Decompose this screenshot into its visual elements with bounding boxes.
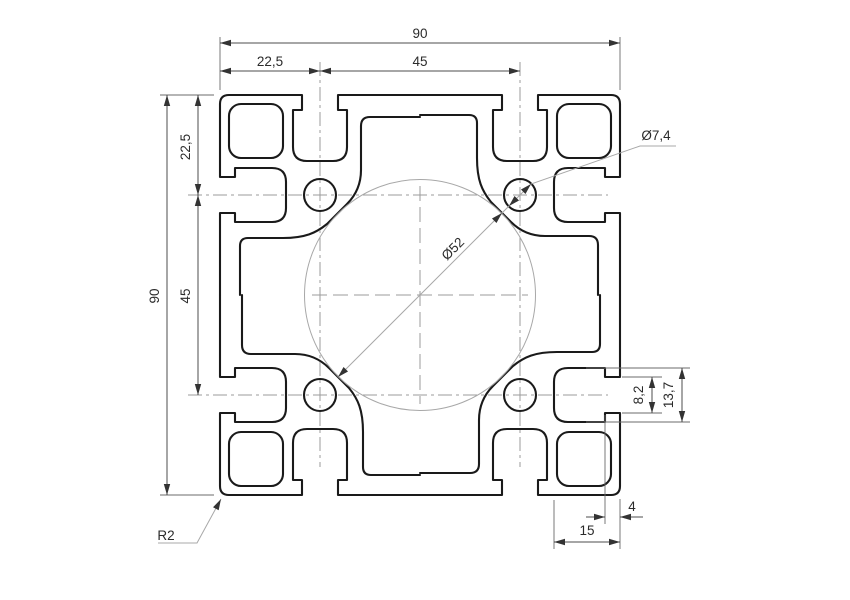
dim-slot-depth-label: 15 [579, 523, 594, 538]
outer-boundary-quarter [418, 93, 622, 297]
core-reference-circle [304, 179, 536, 411]
dim-hole-diameter-label: Ø7,4 [641, 128, 671, 143]
dim-corner-radius-label: R2 [157, 528, 174, 543]
dim-slot-pocket-label: 13,7 [661, 382, 676, 408]
dim-slot-opening-label: 8,2 [631, 386, 646, 405]
dimension-arrows [163, 39, 686, 546]
extension-lines [160, 37, 690, 549]
profile-outline [218, 93, 622, 497]
dim-overall-height-label: 90 [147, 288, 162, 303]
diameter-leader-line [337, 145, 676, 378]
dim-slot-spacing-left-label: 45 [178, 288, 193, 303]
dim-slot-spacing-top-label: 45 [412, 54, 427, 69]
screw-bore-hole [502, 177, 538, 213]
dim-core-diameter-label: Ø52 [438, 234, 467, 263]
reference-geometry [158, 145, 676, 544]
dim-overall-width-label: 90 [412, 26, 427, 41]
corner-radius-leader-line [158, 498, 222, 544]
dim-slot-offset-left-label: 22,5 [178, 134, 193, 160]
corner-cavity-square [555, 102, 613, 160]
dim-slot-offset-top-label: 22,5 [257, 54, 283, 69]
center-lines [188, 62, 608, 467]
dim-wall-thickness-label: 4 [628, 499, 636, 514]
profile-quadrant [418, 93, 622, 297]
